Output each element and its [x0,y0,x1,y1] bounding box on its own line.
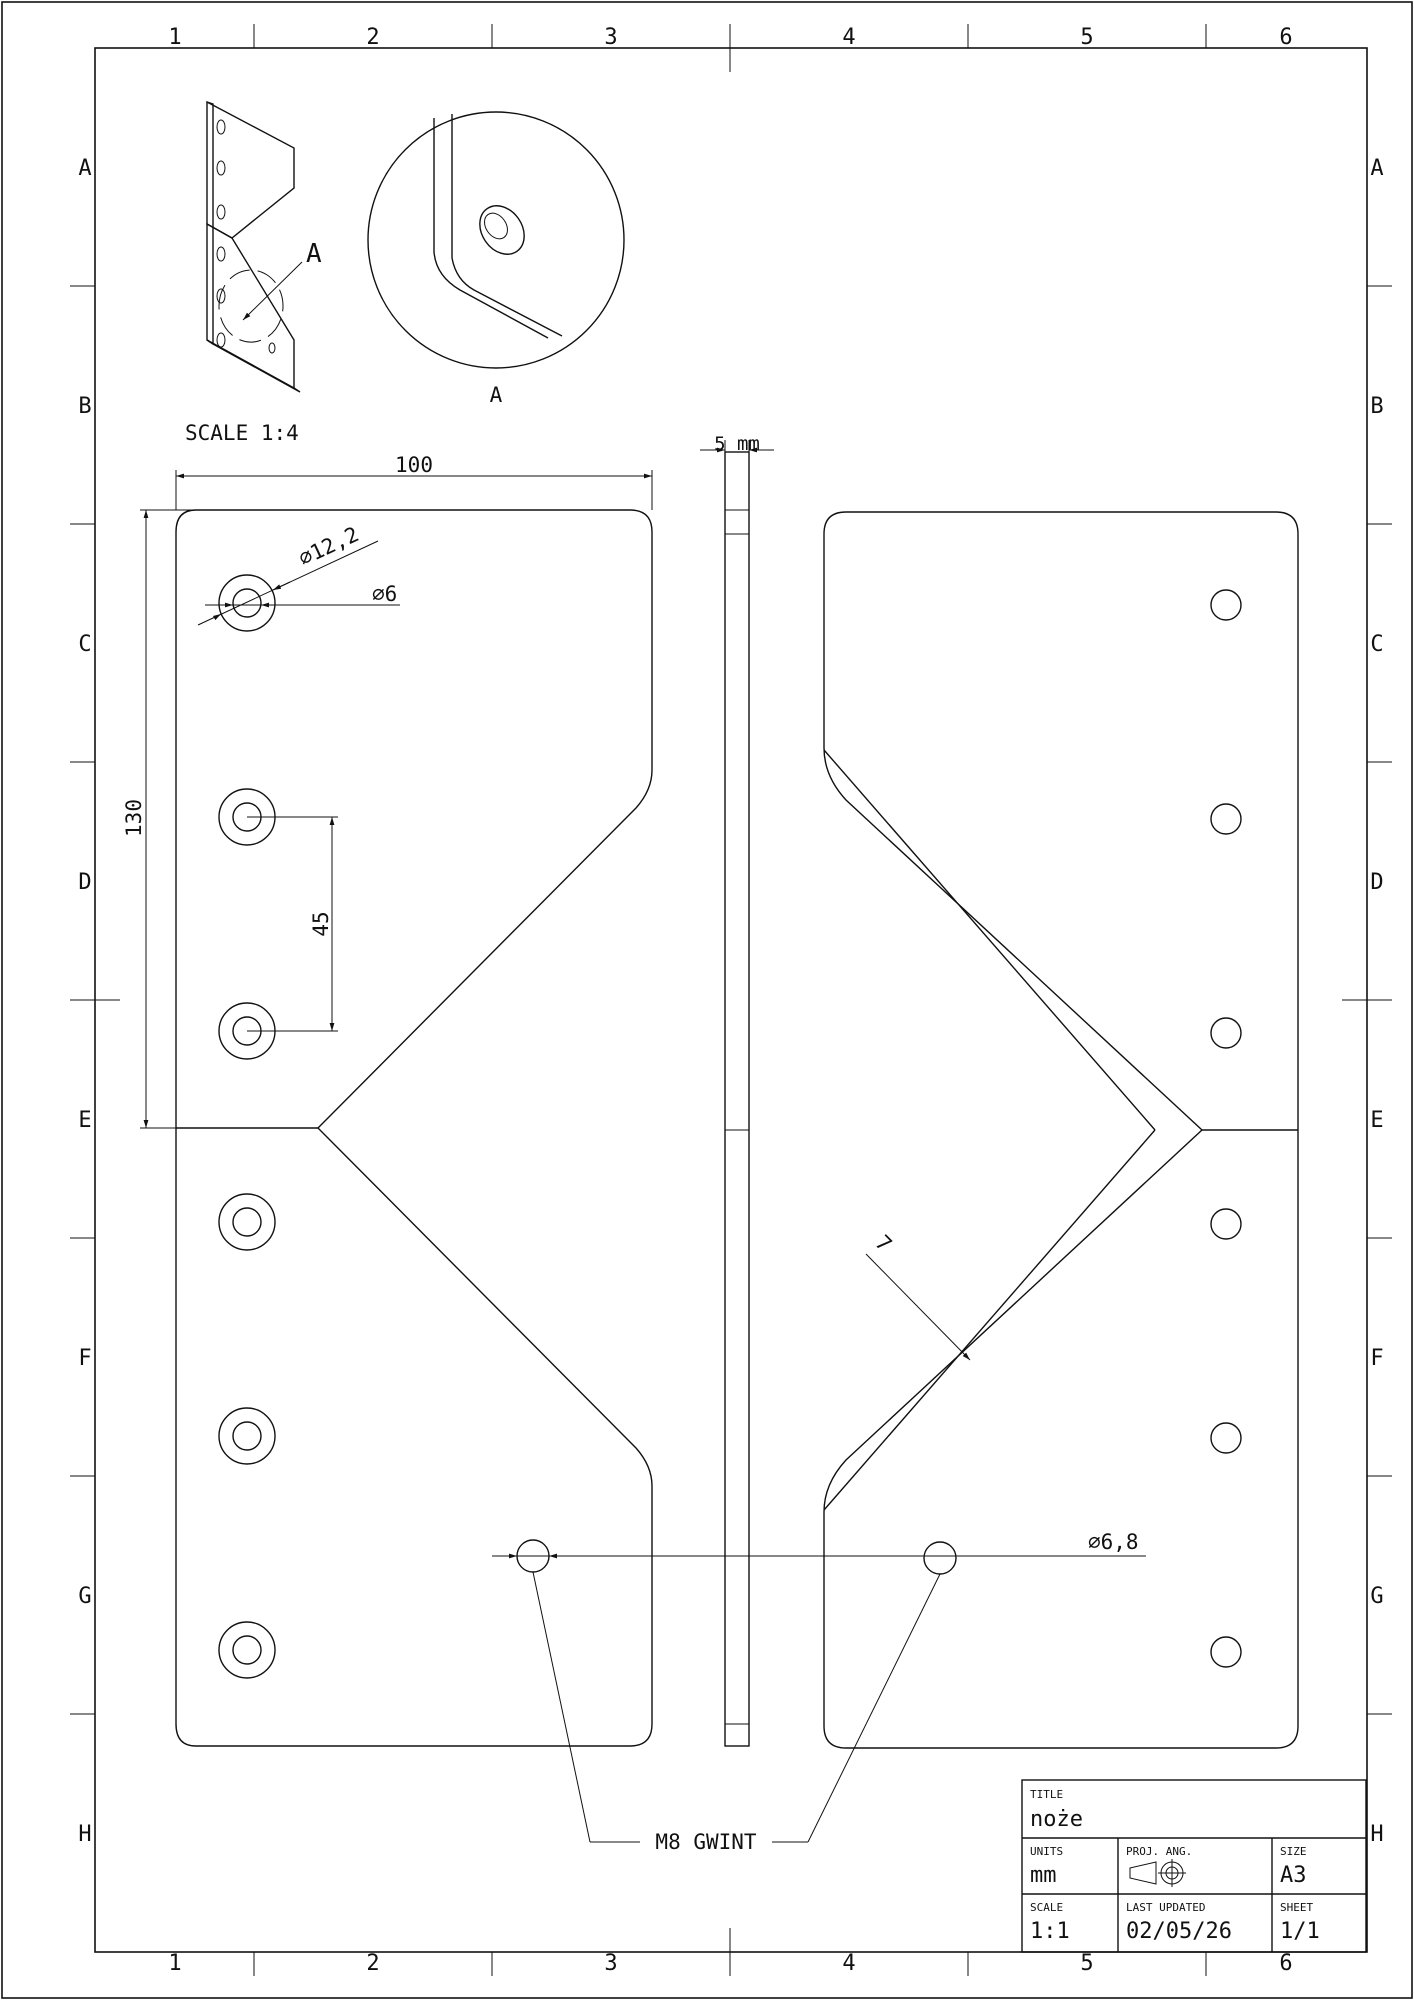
tb-title-label: TITLE [1030,1788,1063,1801]
col-label-top: 3 [604,25,617,50]
col-label-top: 1 [168,25,181,50]
dim-width: 100 [395,453,433,477]
row-label-right: B [1370,394,1383,419]
row-label-right: H [1370,1822,1383,1847]
col-label-bottom: 4 [842,1951,855,1976]
row-label-left: F [78,1346,91,1371]
tb-scale-label: SCALE [1030,1901,1063,1914]
dim-height: 130 [122,799,146,837]
iso-callout-label: A [306,239,322,269]
detail-view-a: A [367,111,625,407]
col-label-bottom: 3 [604,1951,617,1976]
dim-thickness: 5 mm [714,433,760,455]
detail-view-label: A [490,383,503,407]
dim-hole-dia: ⌀6 [372,582,397,606]
row-label-left: E [78,1108,91,1133]
left-plate [175,509,653,1747]
row-label-right: G [1370,1584,1383,1609]
tb-sheet-label: SHEET [1280,1901,1313,1914]
dim-hole-spacing: 45 [309,911,333,936]
row-label-left: H [78,1822,91,1847]
dim-bevel: 7 [870,1231,896,1257]
dimension-lines: 100 130 45 ⌀12,2 ⌀6 5 mm 7 ⌀6, [122,433,1146,1854]
projection-symbol-icon [1129,1859,1186,1887]
dim-counterbore-dia: ⌀12,2 [295,522,362,570]
tb-scale: 1:1 [1030,1919,1070,1944]
row-label-right: F [1370,1346,1383,1371]
tb-title: noże [1030,1807,1083,1832]
grid-labels: 1 2 3 4 5 6 1 2 3 4 5 6 A B C D E F G H … [78,25,1383,1976]
tb-units: mm [1030,1863,1057,1888]
row-label-right: E [1370,1108,1383,1133]
row-label-left: A [78,156,91,181]
col-label-top: 2 [366,25,379,50]
col-label-bottom: 1 [168,1951,181,1976]
side-view [724,451,750,1747]
row-label-left: G [78,1584,91,1609]
tb-proj-label: PROJ. ANG. [1126,1845,1192,1858]
col-label-bottom: 2 [366,1951,379,1976]
row-label-right: A [1370,156,1383,181]
col-label-top: 6 [1279,25,1292,50]
row-label-left: D [78,870,91,895]
thread-note: M8 GWINT [655,1830,757,1854]
row-label-left: C [78,632,91,657]
row-label-left: B [78,394,91,419]
dim-thread-hole-dia: ⌀6,8 [1088,1530,1139,1554]
counterbore-holes [218,574,276,1679]
col-label-bottom: 5 [1080,1951,1093,1976]
col-label-top: 5 [1080,25,1093,50]
plain-holes [1210,589,1242,1668]
thread-hole-right [923,1541,957,1575]
tb-sheet: 1/1 [1280,1919,1320,1944]
tb-size-label: SIZE [1280,1845,1307,1858]
col-label-bottom: 6 [1279,1951,1292,1976]
right-plate [823,511,1299,1749]
tb-units-label: UNITS [1030,1845,1063,1858]
tb-updated-label: LAST UPDATED [1126,1901,1205,1914]
row-label-right: C [1370,632,1383,657]
iso-scale-label: SCALE 1:4 [185,421,299,445]
isometric-view: A SCALE 1:4 [185,100,322,445]
tb-size: A3 [1280,1863,1307,1888]
row-label-right: D [1370,870,1383,895]
tb-updated: 02/05/26 [1126,1919,1232,1944]
col-label-top: 4 [842,25,855,50]
title-block: TITLE noże UNITS mm PROJ. ANG. SIZE A3 S… [1021,1779,1367,1953]
